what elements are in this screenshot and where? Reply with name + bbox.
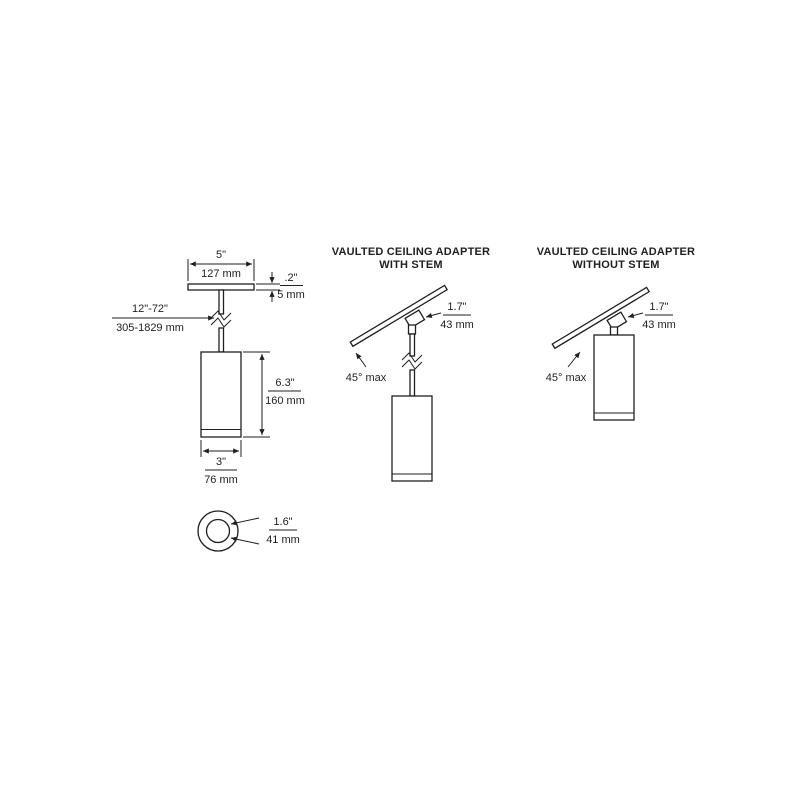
- angle-arrow: [355, 352, 367, 368]
- knuckle-offset-dimension: 1.7" 43 mm: [627, 301, 676, 331]
- stem-lower: [409, 369, 416, 397]
- view-title-line2: WITH STEM: [379, 259, 443, 271]
- swivel-knuckle: [606, 311, 628, 331]
- sloped-ceiling-plate: [349, 284, 449, 348]
- stem-lower: [218, 327, 225, 353]
- aperture-bottom-view: [197, 510, 239, 552]
- view-title-line1: VAULTED CEILING ADAPTER: [332, 246, 490, 258]
- knuckle-neck: [407, 324, 417, 335]
- aperture-inches: 1.6": [273, 516, 292, 528]
- plate: [551, 286, 651, 350]
- plate: [349, 284, 449, 348]
- knuckle-block: [606, 311, 628, 331]
- body-height-mm: 160 mm: [265, 395, 305, 407]
- aperture-dimension: 1.6" 41 mm: [230, 516, 300, 546]
- canopy-width-inches: 5": [216, 249, 226, 261]
- stem-range-inches: 12"-72": [132, 303, 168, 315]
- cylinder-body: [200, 351, 242, 438]
- canopy-thickness-dimension: .2" 5 mm: [256, 272, 305, 302]
- tilt-angle-label: 45° max: [546, 372, 587, 384]
- leader-line: [425, 312, 442, 319]
- swivel-knuckle: [404, 309, 426, 329]
- knuckle-neck: [609, 326, 619, 336]
- aperture-mm: 41 mm: [266, 534, 300, 546]
- tilt-angle-annotation: 45° max: [346, 352, 387, 384]
- body-width-inches: 3": [216, 456, 226, 468]
- body-width-dimension: 3" 76 mm: [200, 440, 242, 486]
- fixture-body: [391, 395, 433, 482]
- offset-mm: 43 mm: [642, 319, 676, 331]
- offset-inches: 1.7": [649, 301, 668, 313]
- canopy-thickness-mm: 5 mm: [277, 289, 305, 301]
- adapter-with-stem-view: VAULTED CEILING ADAPTER WITH STEM 1.7": [332, 246, 490, 482]
- break-symbol: [210, 317, 232, 328]
- fixture-body: [593, 334, 635, 421]
- angle-arrow: [567, 351, 581, 368]
- tilt-angle-label: 45° max: [346, 372, 387, 384]
- cylinder-body: [593, 334, 635, 421]
- body-height-inches: 6.3": [275, 377, 294, 389]
- pendant-front-view: 5" 127 mm .2" 5 mm 12"-72" 305-1829 mm: [112, 249, 305, 552]
- stem-upper: [218, 289, 225, 315]
- break-symbol: [401, 359, 423, 370]
- stem-length-dimension: 12"-72" 305-1829 mm: [112, 303, 214, 334]
- stem-range-mm: 305-1829 mm: [116, 322, 184, 334]
- view-title-line1: VAULTED CEILING ADAPTER: [537, 246, 695, 258]
- break-symbol: [210, 310, 232, 321]
- leader-line: [230, 517, 260, 526]
- inner-aperture: [205, 518, 231, 544]
- canopy-width-mm: 127 mm: [201, 268, 241, 280]
- canopy-thickness-inches: .2": [284, 272, 297, 284]
- canopy-width-dimension: 5" 127 mm: [187, 249, 255, 281]
- stem: [210, 289, 232, 353]
- body-width-mm: 76 mm: [204, 474, 238, 486]
- leader-line: [627, 312, 644, 319]
- knuckle-block: [404, 309, 426, 329]
- offset-mm: 43 mm: [440, 319, 474, 331]
- tilt-angle-annotation: 45° max: [546, 351, 587, 384]
- stem-upper: [409, 333, 416, 357]
- break-symbol: [401, 352, 423, 363]
- sloped-ceiling-plate: [551, 286, 651, 350]
- fixture-body: [200, 351, 242, 438]
- knuckle-offset-dimension: 1.7" 43 mm: [425, 301, 474, 331]
- offset-inches: 1.7": [447, 301, 466, 313]
- body-height-dimension: 6.3" 160 mm: [243, 351, 305, 438]
- ceiling-canopy: [187, 283, 255, 291]
- adapter-without-stem-view: VAULTED CEILING ADAPTER WITHOUT STEM 1.7…: [537, 246, 695, 421]
- cylinder-body: [391, 395, 433, 482]
- adapter-stem: [401, 333, 423, 397]
- leader-line: [230, 536, 260, 545]
- view-title-line2: WITHOUT STEM: [572, 259, 659, 271]
